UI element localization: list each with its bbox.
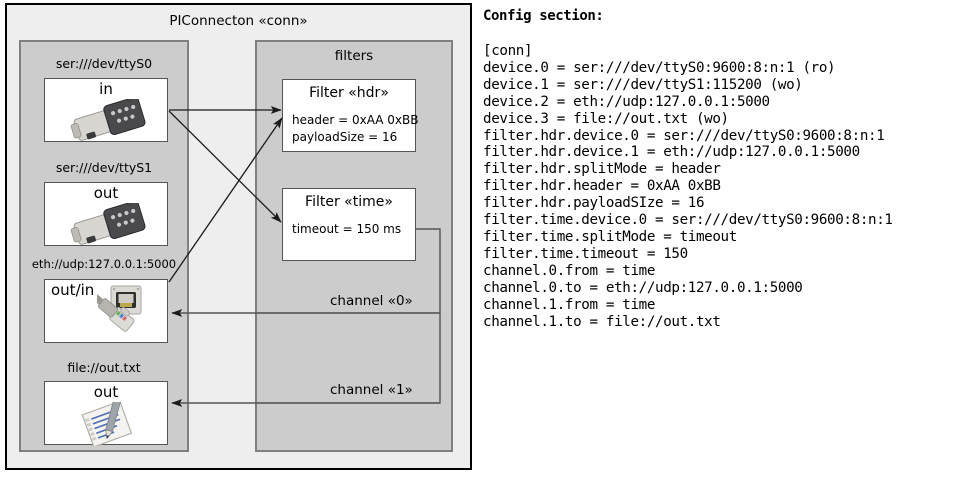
device-box-ttys0[interactable]: in: [44, 78, 168, 142]
device-direction-eth: out/in: [51, 281, 95, 299]
device-direction-ttys1: out: [93, 184, 119, 202]
ethernet-rj45-icon: [97, 285, 142, 332]
filter-props-time: timeout = 150 ms: [292, 222, 402, 236]
device-label-ttys1: ser:///dev/ttyS1: [55, 160, 153, 175]
config-section: Config section: [conn] device.0 = ser://…: [481, 0, 964, 484]
filter-box-time[interactable]: Filter «time» timeout = 150 ms: [282, 188, 416, 261]
filter-title-time: Filter «time»: [305, 194, 393, 210]
device-box-eth[interactable]: out/in: [44, 279, 168, 343]
device-box-file[interactable]: out: [44, 381, 168, 446]
device-direction-file: out: [93, 383, 119, 401]
filter-box-hdr[interactable]: Filter «hdr» header = 0xAA 0xBB payloadS…: [282, 79, 419, 152]
text-file-icon: [81, 402, 133, 446]
filters-panel-title: filters: [334, 48, 374, 64]
device-label-file: file://out.txt: [67, 360, 141, 375]
channel-label-1: channel «1»: [330, 382, 413, 398]
filter-title-hdr: Filter «hdr»: [309, 85, 389, 101]
device-box-ttys1[interactable]: out: [44, 182, 168, 246]
device-label-eth: eth://udp:127.0.0.1:5000: [31, 257, 177, 271]
config-lines: [conn] device.0 = ser:///dev/ttyS0:9600:…: [483, 43, 893, 330]
serial-db9-icon: [70, 99, 146, 141]
device-label-ttys0: ser:///dev/ttyS0: [55, 56, 153, 71]
config-heading: Config section:: [483, 8, 604, 24]
serial-db9-icon: [70, 203, 146, 245]
channel-label-0: channel «0»: [330, 293, 413, 309]
filter-props-hdr: header = 0xAA 0xBB payloadSize = 16: [292, 113, 419, 145]
outer-frame-title: PIConnecton «conn»: [169, 13, 308, 29]
architecture-diagram: PIConnecton «conn» ser:///dev/ttyS0 in: [0, 0, 478, 484]
device-direction-ttys0: in: [99, 80, 113, 98]
